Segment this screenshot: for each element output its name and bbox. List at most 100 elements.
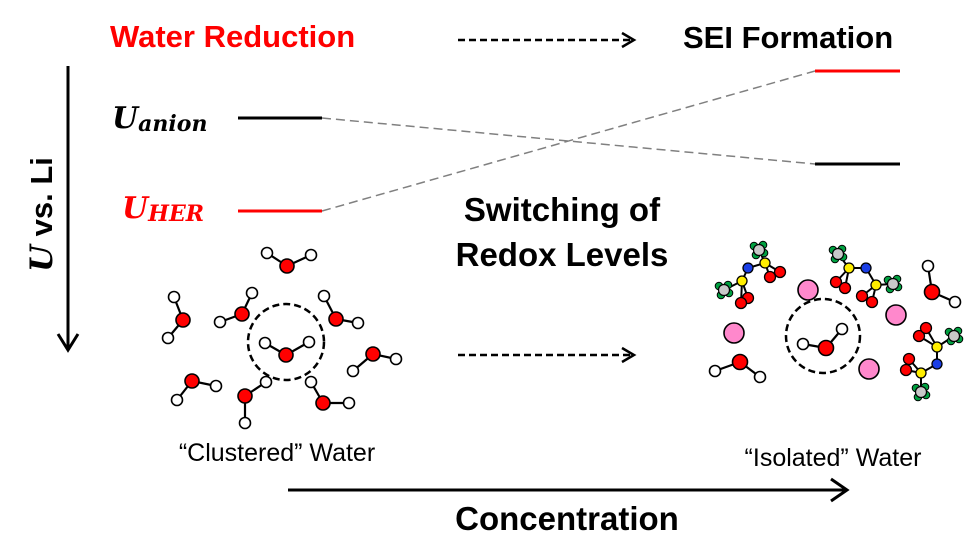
hydrogen-atom — [260, 246, 274, 260]
clustered-water-caption: “Clustered” Water — [179, 439, 375, 467]
oxygen-atom — [237, 388, 253, 404]
hydrogen-atom — [346, 364, 360, 378]
oxygen-atom — [855, 289, 869, 303]
tfsi-anion — [899, 321, 964, 402]
oxygen-atom — [865, 295, 879, 309]
water-reduction-title: Water Reduction — [110, 19, 355, 54]
sulfur-atom — [843, 262, 855, 274]
isolated-highlight-circle — [784, 297, 862, 375]
hydrogen-atom — [708, 364, 722, 378]
lithium-ion — [797, 279, 819, 301]
hydrogen-atom — [835, 322, 849, 336]
hydrogen-atom — [948, 295, 962, 309]
sulfur-atom — [759, 257, 771, 269]
water-molecule — [170, 373, 223, 407]
hydrogen-atom — [351, 316, 365, 330]
lithium-ion — [858, 358, 880, 380]
nitrogen-atom — [742, 262, 754, 274]
water-molecule — [708, 353, 767, 384]
hydrogen-atom — [342, 396, 356, 410]
hydrogen-atom — [238, 416, 252, 430]
hydrogen-atom — [796, 337, 810, 351]
hydrogen-atom — [389, 352, 403, 366]
sulfur-atom — [870, 279, 882, 291]
oxygen-atom — [912, 329, 926, 343]
carbon-atom — [831, 247, 845, 261]
top-dashed-arrow — [458, 31, 637, 49]
anion-connector — [321, 117, 816, 165]
sulfur-atom — [931, 341, 943, 353]
hydrogen-atom — [259, 375, 273, 389]
isolated-water-caption: “Isolated” Water — [745, 444, 922, 472]
u-anion-main: U — [112, 101, 140, 136]
oxygen-atom — [234, 306, 250, 322]
oxygen-atom — [817, 339, 835, 357]
u-anion-label: Uanion — [112, 101, 207, 137]
oxygen-atom — [731, 353, 749, 371]
hydrogen-atom — [921, 259, 935, 273]
potential-axis-label: U vs. Li — [24, 157, 60, 272]
oxygen-atom — [773, 265, 787, 279]
lithium-ion — [885, 304, 907, 326]
hydrogen-atom — [258, 336, 272, 350]
concentration-label: Concentration — [455, 500, 679, 537]
sulfur-atom — [736, 275, 748, 287]
hydrogen-atom — [209, 379, 223, 393]
tfsi-anion — [828, 244, 903, 309]
carbon-atom — [752, 243, 766, 257]
hydrogen-atom — [302, 335, 316, 349]
hydrogen-atom — [167, 290, 181, 304]
hydrogen-atom — [304, 375, 318, 389]
potential-axis-arrow — [56, 66, 80, 353]
nitrogen-atom — [860, 262, 872, 274]
water-molecule — [258, 335, 316, 363]
oxygen-atom — [734, 296, 748, 310]
water-molecule — [304, 375, 356, 411]
water-molecule — [921, 259, 962, 309]
oxygen-atom — [763, 270, 777, 284]
u-her-main: U — [122, 191, 150, 226]
hydrogen-atom — [245, 286, 259, 300]
carbon-atom — [886, 277, 900, 291]
water-molecule — [796, 322, 849, 357]
switching-text-line2: Redox Levels — [456, 236, 669, 273]
hydrogen-atom — [161, 331, 175, 345]
sulfur-atom — [915, 367, 927, 379]
hydrogen-atom — [753, 370, 767, 384]
hydrogen-atom — [170, 393, 184, 407]
nitrogen-atom — [931, 358, 943, 370]
sei-formation-title: SEI Formation — [683, 20, 893, 55]
oxygen-atom — [919, 321, 933, 335]
oxygen-atom — [328, 311, 344, 327]
u-anion-sub: anion — [138, 111, 207, 137]
carbon-atom — [947, 329, 961, 343]
oxygen-atom — [184, 373, 200, 389]
u-her-label: UHER — [122, 191, 204, 227]
middle-dashed-arrow — [458, 346, 637, 364]
axis-label-rest: vs. Li — [24, 157, 59, 245]
axis-symbol-u: U — [24, 243, 60, 272]
water-molecule — [213, 286, 259, 329]
oxygen-atom — [278, 347, 294, 363]
oxygen-atom — [365, 346, 381, 362]
water-molecule — [346, 346, 403, 378]
hydrogen-atom — [317, 289, 331, 303]
u-her-sub: HER — [147, 201, 204, 227]
water-molecule — [161, 290, 191, 345]
water-molecule — [317, 289, 365, 330]
clustered-water-group — [161, 246, 403, 430]
oxygen-atom — [829, 275, 843, 289]
hydrogen-atom — [213, 315, 227, 329]
switching-text-line1: Switching of — [464, 191, 661, 228]
oxygen-atom — [899, 363, 913, 377]
oxygen-atom — [279, 258, 295, 274]
her-connector — [321, 70, 816, 212]
oxygen-atom — [838, 281, 852, 295]
tfsi-anion — [714, 240, 787, 310]
hydrogen-atom — [304, 248, 318, 262]
lithium-ion — [723, 322, 745, 344]
water-molecule — [260, 246, 318, 274]
clustered-highlight-circle — [246, 302, 326, 382]
